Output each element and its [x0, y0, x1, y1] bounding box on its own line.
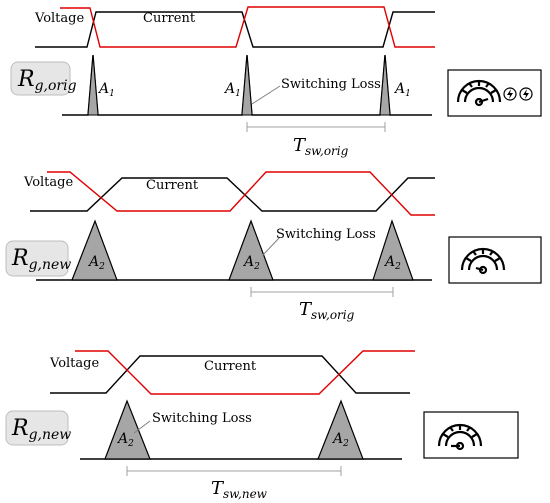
panel-new-same-period: Voltage Current Rg,new A2 A2 A2 Switchin… — [5, 171, 542, 322]
area-label: A2 — [331, 431, 349, 449]
loss-leader-line — [133, 420, 151, 434]
period-marker — [126, 466, 342, 476]
voltage-waveform — [47, 171, 435, 216]
voltage-waveform — [75, 350, 415, 395]
speedometer-icon — [460, 247, 506, 275]
lightning-icon — [519, 87, 533, 101]
voltage-waveform — [60, 6, 435, 48]
switching-loss-pulse — [372, 219, 414, 281]
lightning-icon — [503, 87, 517, 101]
current-label: Current — [146, 178, 199, 193]
panel-original: Voltage Current Rg,orig A1 A1 A1 Switchi… — [10, 6, 542, 158]
voltage-label: Voltage — [34, 11, 84, 26]
area-label: A2 — [116, 431, 134, 449]
switching-loss-pulse — [87, 54, 99, 116]
speedometer-icon — [437, 423, 483, 451]
rg-label-text: Rg,orig — [17, 67, 77, 94]
speed-gauge-box — [423, 411, 519, 459]
current-waveform — [30, 177, 435, 212]
switching-loss-pulse — [71, 219, 118, 281]
switching-loss-label: Switching Loss — [276, 227, 376, 242]
area-label: A2 — [87, 254, 105, 272]
panel-new-period: Voltage Current Rg,new A2 A2 Switching L… — [5, 350, 519, 501]
area-label: A2 — [383, 254, 401, 272]
speedometer-icon — [456, 79, 502, 107]
rg-label-box — [10, 61, 71, 96]
switching-loss-pulse — [104, 399, 151, 460]
switching-loss-label: Switching Loss — [152, 411, 252, 426]
area-label: A1 — [97, 81, 115, 99]
rg-label: Rg,new — [5, 240, 71, 277]
switching-loss-pulse — [317, 399, 364, 460]
rg-label-box — [5, 240, 69, 277]
rg-label-box — [5, 410, 69, 446]
switching-loss-pulse — [379, 54, 391, 116]
switching-loss-pulse — [241, 54, 253, 116]
loss-leader-line — [251, 85, 281, 105]
rg-label: Rg,new — [5, 410, 71, 446]
speed-gauge-box — [448, 236, 542, 284]
period-marker — [250, 287, 394, 297]
area-label: A1 — [223, 81, 241, 99]
current-waveform — [50, 355, 410, 394]
current-label: Current — [143, 11, 196, 26]
current-label: Current — [204, 359, 257, 374]
current-waveform — [35, 11, 435, 48]
area-label: A1 — [393, 81, 411, 99]
voltage-label: Voltage — [23, 175, 73, 190]
period-label: Tsw,new — [211, 478, 268, 501]
period-label: Tsw,orig — [293, 135, 349, 158]
switching-loss-pulse — [228, 219, 274, 281]
rg-label-text: Rg,new — [11, 416, 71, 443]
area-label: A2 — [242, 254, 260, 272]
switching-loss-label: Switching Loss — [281, 77, 381, 92]
speed-gauge-box — [447, 69, 542, 117]
rg-label: Rg,orig — [10, 61, 77, 96]
rg-label-text: Rg,new — [11, 246, 71, 273]
loss-leader-line — [262, 236, 281, 256]
period-label: Tsw,orig — [299, 299, 355, 322]
period-marker — [246, 122, 386, 132]
voltage-label: Voltage — [49, 356, 99, 371]
